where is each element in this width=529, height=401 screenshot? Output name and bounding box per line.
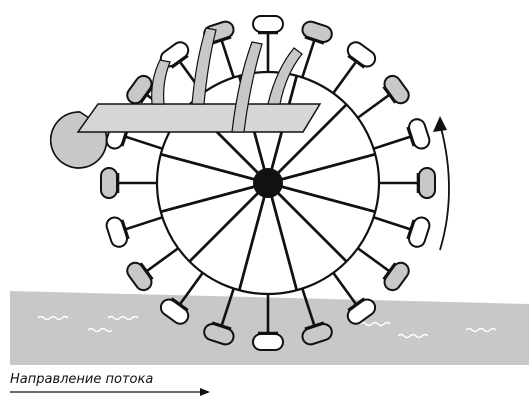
wheel-bucket (408, 118, 431, 150)
bucket-arm (178, 272, 204, 306)
bucket-arm (220, 288, 235, 327)
wheel-bucket (408, 216, 431, 248)
wheel-bucket (418, 167, 436, 199)
wheel-bucket (100, 167, 118, 199)
bucket-arm (332, 272, 358, 306)
wheel-bucket (301, 323, 333, 346)
bucket-arm (357, 93, 391, 119)
bucket-arm (145, 247, 179, 273)
water-body (10, 291, 529, 365)
bucket-arm (124, 135, 163, 150)
wheel-bucket (126, 261, 153, 292)
water-ripples (37, 315, 497, 339)
bucket-arm (332, 60, 358, 94)
wheel-bucket (126, 74, 153, 105)
bucket-arm (220, 39, 235, 78)
wheel-bucket (105, 216, 128, 248)
bucket-arm (301, 39, 316, 78)
wheel-bucket (159, 298, 190, 325)
wheel-bucket (301, 20, 333, 43)
flow-direction-label: Направление потока (10, 372, 154, 387)
bucket-arm (357, 247, 391, 273)
wheel-bucket (383, 74, 410, 105)
falling-water (151, 27, 303, 133)
wheel-bucket (203, 323, 235, 346)
wheel-buckets (100, 15, 436, 351)
bucket-arm (373, 135, 412, 150)
bucket-arm (373, 216, 412, 231)
rotation-arrow (439, 123, 450, 251)
wheel-bucket (346, 41, 377, 68)
trough-cup-rim (49, 111, 108, 169)
wheel-hub (253, 168, 283, 198)
trough-plank (76, 103, 322, 133)
bucket-arm (301, 288, 316, 327)
wheel-bucket (346, 298, 377, 325)
flow-arrow-head (200, 388, 210, 396)
wheel-bucket (252, 15, 284, 33)
rotation-arrow-head (433, 116, 447, 132)
wheel-bucket (383, 261, 410, 292)
wheel-bucket (252, 333, 284, 351)
bucket-arm (124, 216, 163, 231)
